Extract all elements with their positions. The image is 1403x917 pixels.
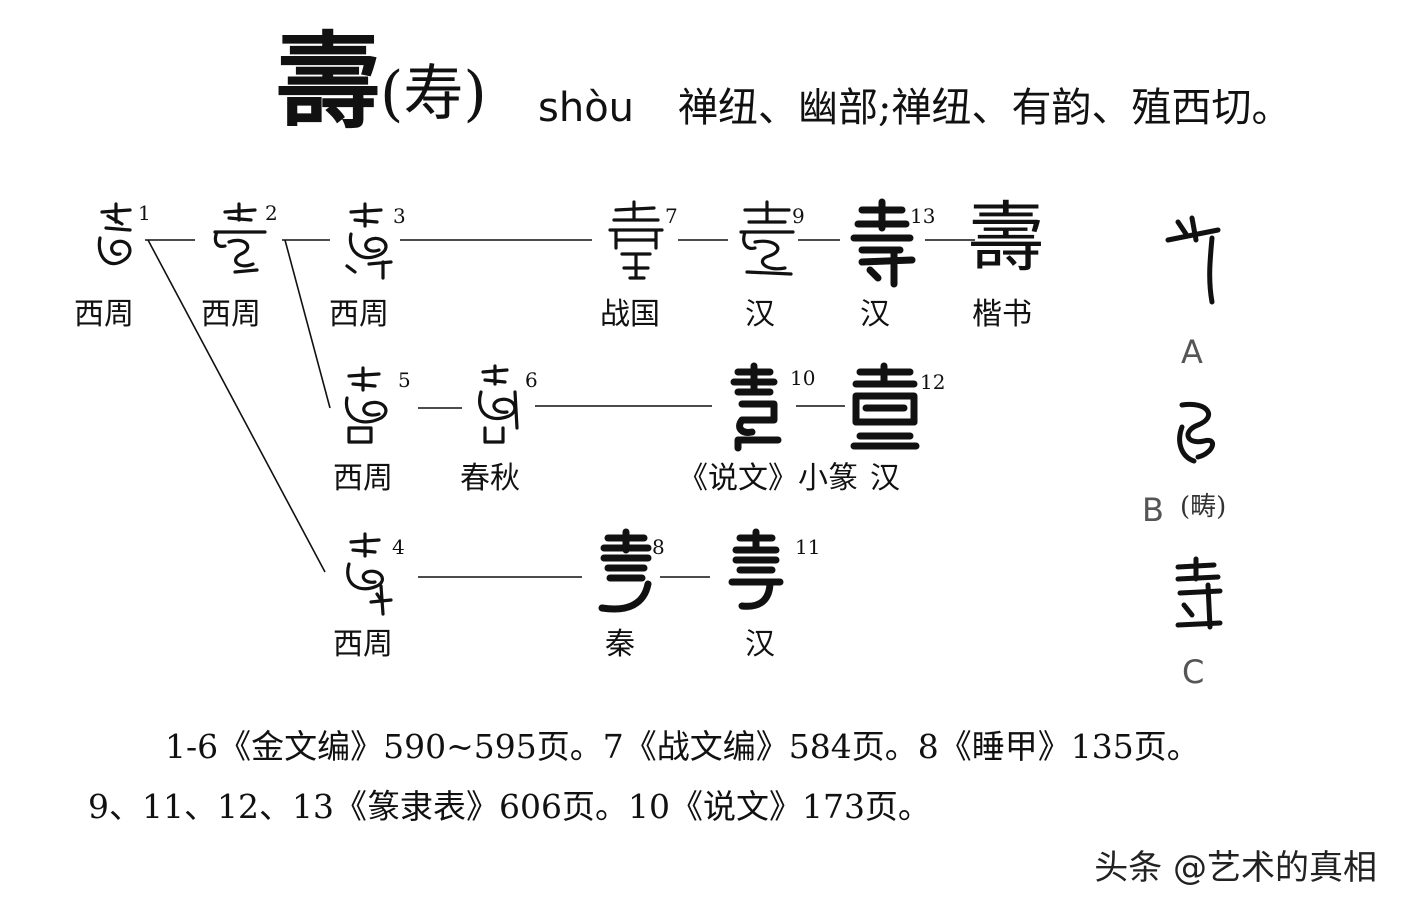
form-8-number: 8	[652, 535, 665, 559]
component-a-glyph	[1160, 210, 1230, 310]
headword-simplified: (寿)	[380, 59, 487, 129]
component-a-label: A	[1181, 333, 1203, 371]
form-6-period: 春秋	[460, 461, 520, 496]
form-11-number: 11	[795, 535, 821, 559]
form-2-glyph	[195, 198, 285, 288]
component-b-glyph	[1168, 395, 1228, 467]
source-footnote-line-2: 9、11、12、13《篆隶表》606页。10《说文》173页。	[88, 787, 931, 826]
form-12-period: 汉	[870, 461, 900, 496]
form-12-glyph	[840, 362, 930, 452]
form-9-number: 9	[792, 204, 805, 228]
form-6-number: 6	[525, 368, 538, 392]
form-14-period: 楷书	[972, 297, 1032, 332]
form-13-glyph	[840, 198, 930, 288]
form-5-glyph	[325, 362, 415, 452]
form-11-period: 汉	[745, 627, 775, 662]
form-5-number: 5	[398, 368, 411, 392]
form-4-glyph	[325, 530, 415, 620]
form-9-glyph	[725, 198, 815, 288]
form-14-glyph: 壽	[968, 193, 1044, 282]
form-7-period: 战国	[600, 297, 660, 332]
line-2-5	[284, 239, 331, 409]
watermark: 头条 @艺术的真相	[1094, 848, 1377, 888]
component-c-glyph	[1168, 555, 1228, 635]
form-3-glyph	[325, 198, 415, 288]
form-1-glyph	[70, 198, 160, 288]
headword-character: 壽	[276, 20, 381, 143]
component-b-label: B	[1142, 491, 1164, 529]
form-3-period: 西周	[329, 297, 389, 332]
component-b-note: (畴)	[1180, 492, 1227, 522]
form-10-period: 《说文》小篆	[678, 461, 858, 496]
form-8-glyph	[582, 528, 672, 618]
headword-pinyin: shòu	[538, 85, 635, 131]
form-4-period: 西周	[333, 627, 393, 662]
form-1-period: 西周	[74, 297, 134, 332]
component-c-label: C	[1182, 653, 1205, 691]
form-12-number: 12	[920, 370, 946, 394]
form-11-glyph	[712, 528, 802, 618]
form-4-number: 4	[392, 535, 405, 559]
form-9-period: 汉	[745, 297, 775, 332]
form-7-number: 7	[665, 204, 678, 228]
form-10-number: 10	[790, 366, 816, 390]
form-3-number: 3	[393, 204, 406, 228]
form-1-number: 1	[138, 201, 151, 225]
headword-phonology: 禅纽、幽部;禅纽、有韵、殖西切。	[678, 85, 1292, 131]
line-1-4	[147, 239, 326, 573]
source-footnote-line-1: 1-6《金文编》590~595页。7《战文编》584页。8《睡甲》135页。	[165, 727, 1200, 766]
form-2-period: 西周	[201, 297, 261, 332]
form-7-glyph	[592, 198, 682, 288]
form-6-glyph	[455, 362, 545, 452]
form-13-period: 汉	[860, 297, 890, 332]
form-8-period: 秦	[605, 627, 635, 662]
form-10-glyph	[712, 362, 802, 452]
form-2-number: 2	[265, 201, 278, 225]
form-13-number: 13	[910, 204, 936, 228]
form-5-period: 西周	[333, 461, 393, 496]
